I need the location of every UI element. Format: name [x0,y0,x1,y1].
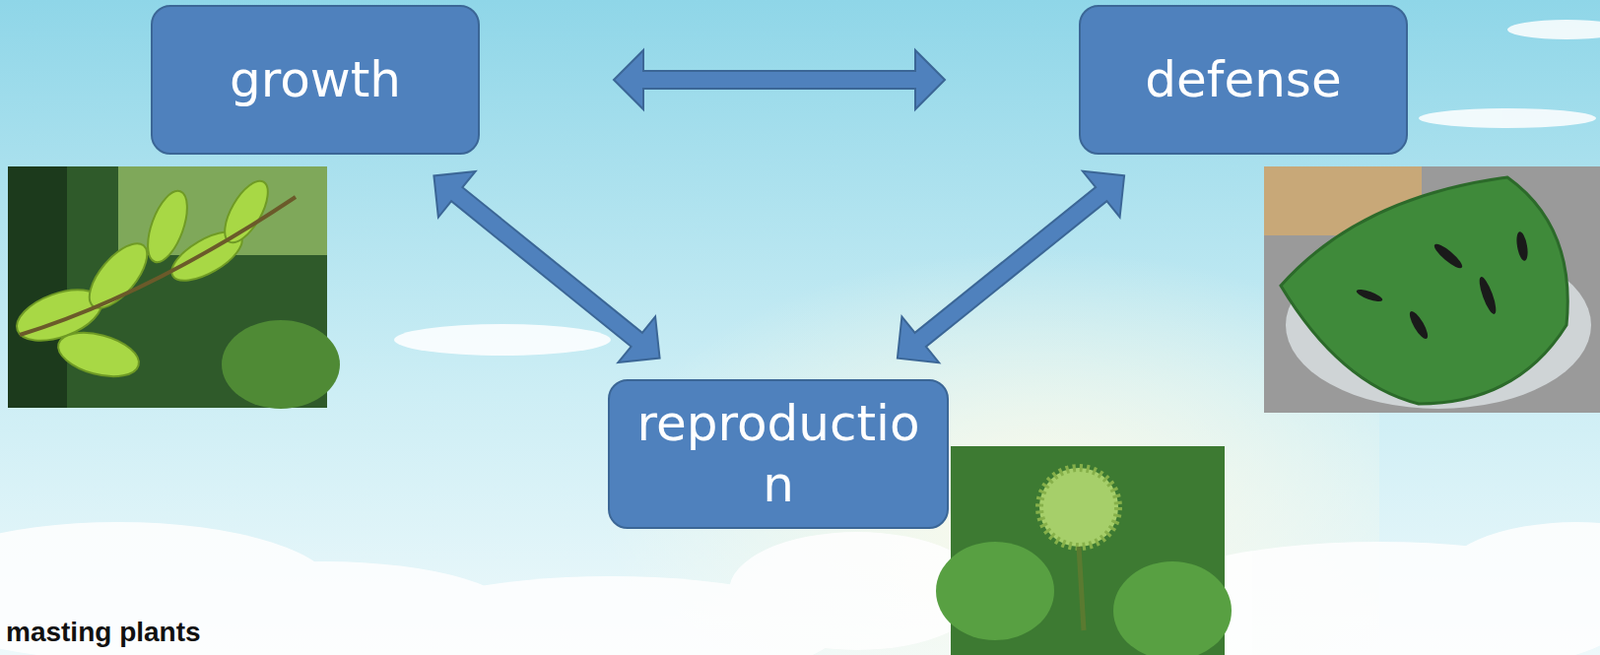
box-label: growth [229,49,401,112]
process-box: growth [150,4,480,155]
spiky-flower-photo [935,446,1232,655]
process-box: reproduction [607,379,949,530]
process-box: defense [1078,4,1408,155]
double-arrow [897,171,1125,363]
box-label: defense [1144,49,1341,112]
leaves-photo [7,166,340,409]
box-label: reproduction [622,393,934,517]
note-text: masting plants [5,616,201,649]
double-arrow [433,171,660,363]
caterpillar-leaf-photo [1264,166,1600,413]
double-arrow [613,50,945,110]
